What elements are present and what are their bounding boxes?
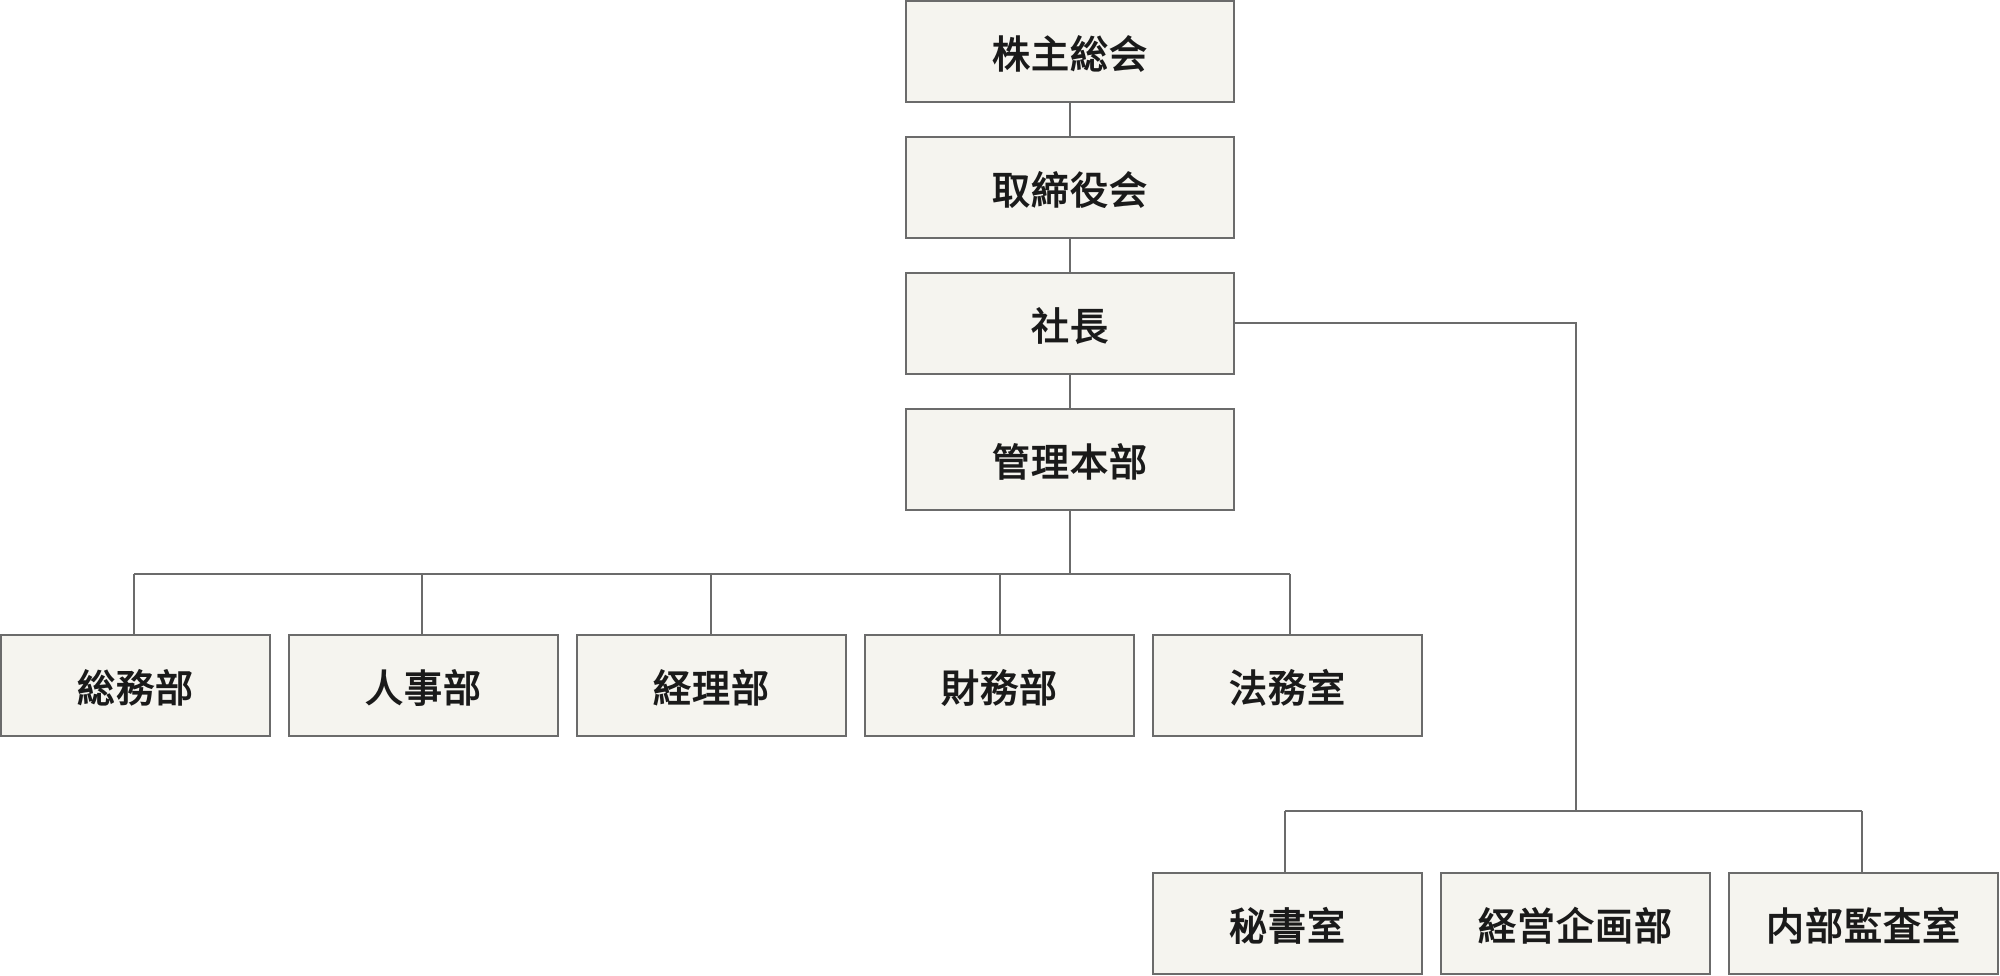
node-label: 経理部: [652, 666, 770, 711]
node-finance: 財務部: [864, 634, 1135, 737]
node-label: 人事部: [364, 666, 482, 711]
node-general-affairs: 総務部: [0, 634, 271, 737]
node-label: 取締役会: [991, 168, 1148, 213]
node-board-of-directors: 取締役会: [905, 136, 1235, 239]
node-human-resources: 人事部: [288, 634, 559, 737]
node-label: 社長: [1030, 304, 1109, 349]
node-label: 管理本部: [991, 440, 1148, 485]
node-shareholders-meeting: 株主総会: [905, 0, 1235, 103]
node-secretary-office: 秘書室: [1152, 872, 1423, 975]
node-label: 秘書室: [1228, 904, 1346, 949]
node-corporate-planning: 経営企画部: [1440, 872, 1711, 975]
node-accounting: 経理部: [576, 634, 847, 737]
node-internal-audit: 内部監査室: [1728, 872, 1999, 975]
node-label: 内部監査室: [1765, 904, 1961, 949]
node-label: 経営企画部: [1477, 904, 1673, 949]
node-label: 総務部: [76, 666, 194, 711]
node-administration-hq: 管理本部: [905, 408, 1235, 511]
node-president: 社長: [905, 272, 1235, 375]
node-legal: 法務室: [1152, 634, 1423, 737]
connector-president-staff: [1235, 322, 1577, 811]
node-label: 株主総会: [991, 32, 1148, 77]
node-label: 法務室: [1228, 666, 1346, 711]
node-label: 財務部: [940, 666, 1058, 711]
